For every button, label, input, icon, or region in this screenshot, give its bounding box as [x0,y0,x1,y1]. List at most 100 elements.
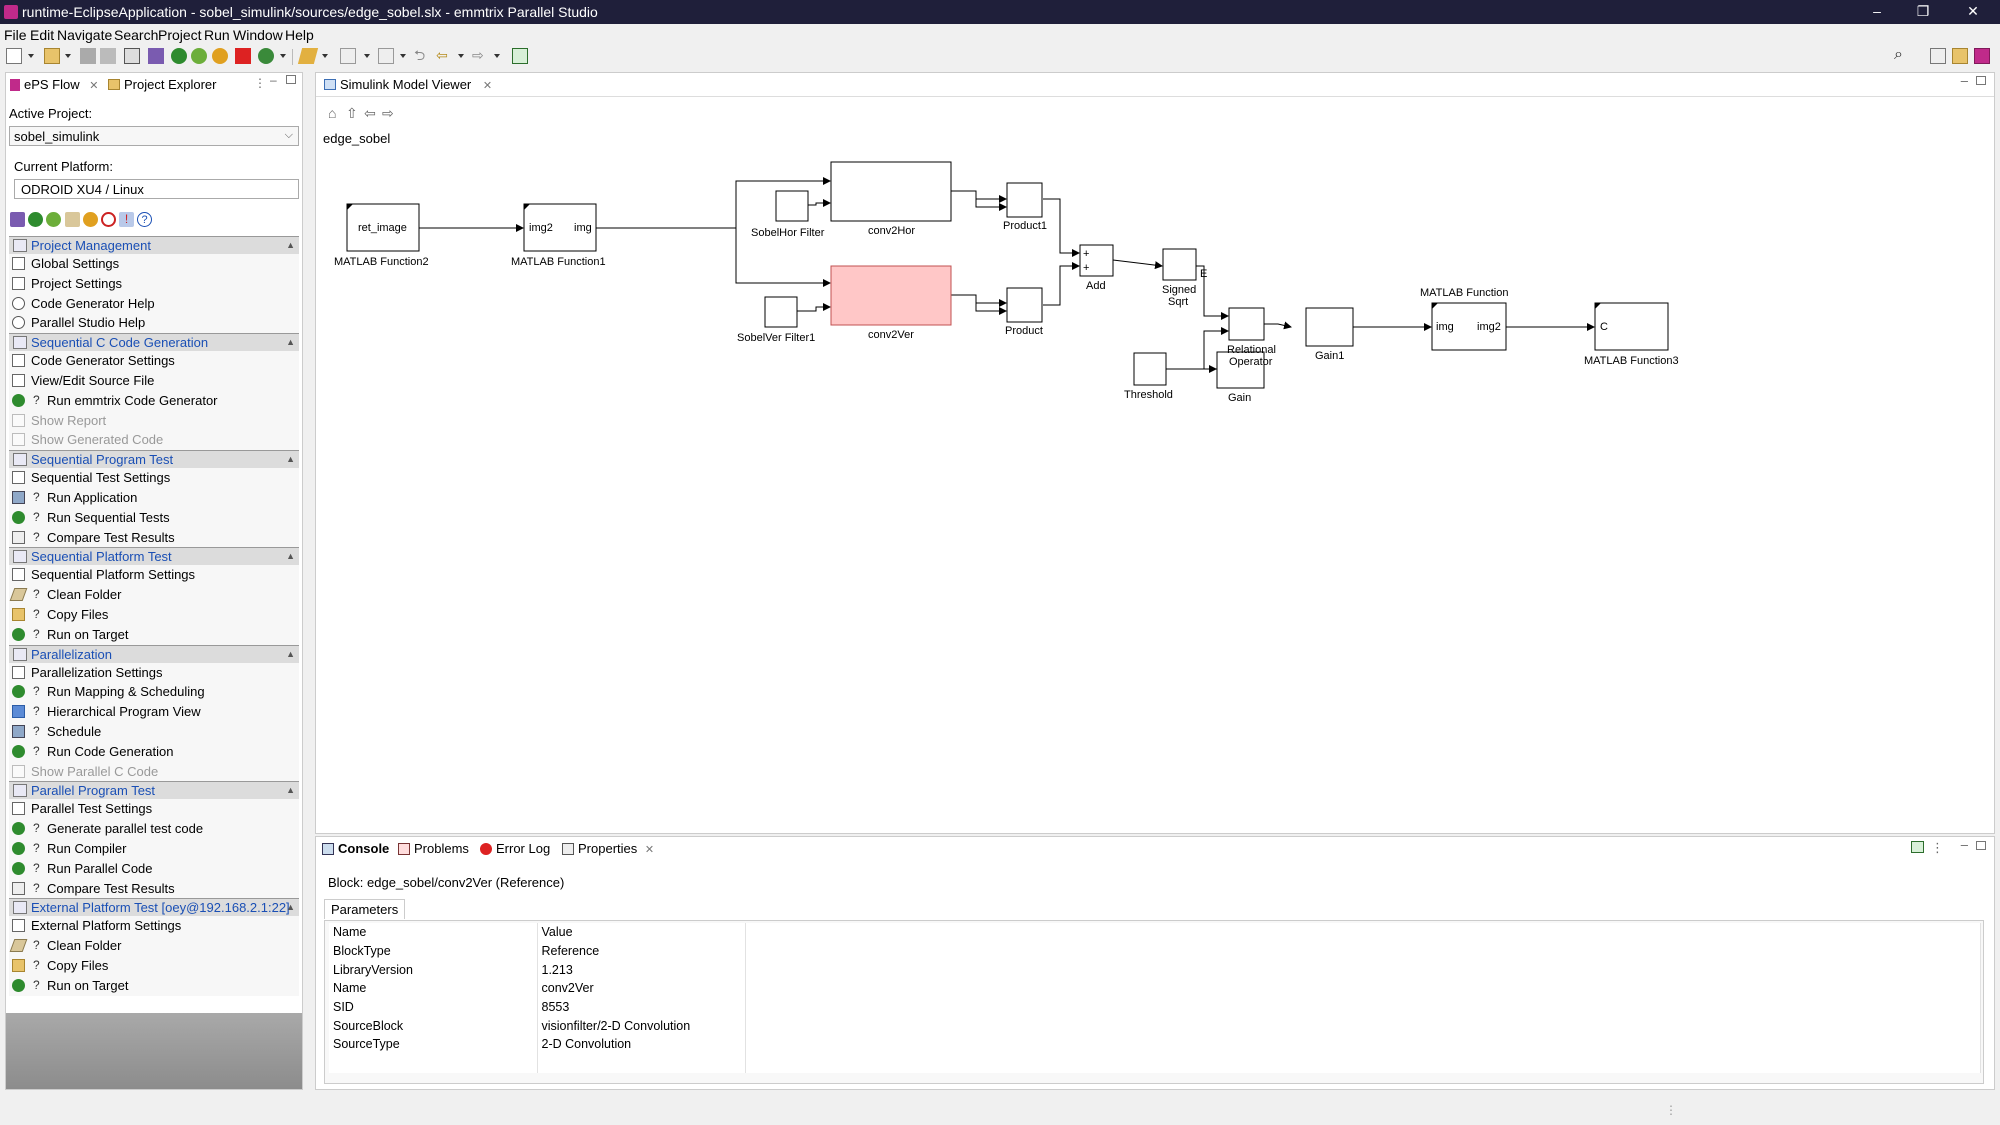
block-add[interactable]: + + Add [1079,244,1114,292]
section-header[interactable]: Sequential C Code Generation▲ [9,333,299,352]
help-question-icon[interactable]: ? [33,840,40,855]
alert-icon[interactable]: ! [119,212,134,227]
flow-item[interactable]: ?Run on Target [9,975,299,996]
clean-icon[interactable] [65,212,80,227]
block-conv2ver[interactable]: conv2Ver [830,265,952,341]
help-question-icon[interactable]: ? [33,977,40,992]
save-all-icon[interactable] [100,48,116,64]
flow-item[interactable]: ?Run Code Generation [9,741,299,762]
flow-item[interactable]: ?Compare Test Results [9,527,299,548]
open-perspective-icon[interactable] [1930,48,1946,64]
flow-item[interactable]: Global Settings [9,254,299,274]
menu-edit[interactable]: Edit [30,27,55,43]
open-dropdown-icon[interactable] [65,54,71,58]
flow-item[interactable]: ?Run Sequential Tests [9,507,299,528]
forward-dropdown-icon[interactable] [494,54,500,58]
help-question-icon[interactable]: ? [33,587,40,602]
external-tools-icon[interactable] [258,48,274,64]
block-sobelhor-filter[interactable]: SobelHor Filter [751,190,825,239]
collapse-icon[interactable]: ▲ [286,551,295,562]
tab-simulink-model-viewer[interactable]: Simulink Model Viewer ✕ [324,77,492,92]
section-header[interactable]: Parallelization▲ [9,644,299,663]
block-matlab-function2[interactable]: ret_image MATLAB Function2 [334,203,429,268]
menu-window[interactable]: Window [233,27,283,43]
help-question-icon[interactable]: ? [33,957,40,972]
help-question-icon[interactable]: ? [33,743,40,758]
next-annotation-icon[interactable] [340,48,356,64]
block-signed-sqrt[interactable]: E Signed Sqrt [1162,248,1207,308]
save-icon[interactable] [80,48,96,64]
new-dropdown-icon[interactable] [28,54,34,58]
resource-perspective-icon[interactable] [1952,48,1968,64]
eps-perspective-icon[interactable] [1974,48,1990,64]
tab-eps-flow[interactable]: ePS Flow ✕ [10,77,98,92]
help-question-icon[interactable]: ? [33,723,40,738]
pin-icon[interactable] [1911,841,1924,853]
menu-file[interactable]: File [4,27,27,43]
help-question-icon[interactable]: ? [33,509,40,524]
block-relational-operator[interactable]: Relational Operator [1227,307,1276,368]
menu-help[interactable]: Help [285,27,314,43]
close-tab-icon[interactable]: ✕ [482,80,493,92]
active-project-select[interactable]: sobel_simulink ⌵ [9,126,299,146]
collapse-icon[interactable]: ▲ [286,337,295,348]
maximize-view-icon[interactable] [286,75,296,84]
flow-item[interactable]: ?Hierarchical Program View [9,702,299,722]
flow-item[interactable]: ?Run Compiler [9,838,299,859]
close-button[interactable]: ✕ [1967,3,1979,19]
flow-item[interactable]: ?Clean Folder [9,585,299,605]
close-tab-icon[interactable]: ✕ [644,844,655,856]
flow-item[interactable]: ?Generate parallel test code [9,819,299,839]
flow-item[interactable]: Sequential Test Settings [9,468,299,488]
external-tools-dropdown-icon[interactable] [280,54,286,58]
flow-item[interactable]: Code Generator Settings [9,351,299,371]
collapse-icon[interactable]: ▲ [286,454,295,465]
last-edit-icon[interactable]: ⮌ [414,47,426,63]
home-icon[interactable]: ⌂ [328,105,337,121]
help-question-icon[interactable]: ? [33,821,40,836]
stop-icon[interactable] [235,48,251,64]
menu-run[interactable]: Run [204,27,230,43]
new-icon[interactable] [6,48,22,64]
next-annotation-dropdown-icon[interactable] [364,54,370,58]
marker-dropdown-icon[interactable] [322,54,328,58]
block-threshold[interactable]: Threshold [1124,352,1173,401]
flow-item[interactable]: ?Schedule [9,721,299,742]
flow-item[interactable]: ?Run on Target [9,624,299,645]
tab-console[interactable]: Console [322,841,389,856]
import-icon[interactable] [10,212,25,227]
collapse-icon[interactable]: ▲ [286,902,295,913]
help-question-icon[interactable]: ? [33,684,40,699]
flow-item[interactable]: ?Compare Test Results [9,878,299,899]
prev-annotation-icon[interactable] [378,48,394,64]
back-dropdown-icon[interactable] [458,54,464,58]
prev-annotation-dropdown-icon[interactable] [400,54,406,58]
flow-item[interactable]: Parallel Studio Help [9,313,299,334]
marker-icon[interactable] [297,48,319,64]
restore-button[interactable]: ❐ [1916,3,1930,19]
flow-item[interactable]: Parallel Test Settings [9,799,299,820]
help-question-icon[interactable]: ? [33,529,40,544]
section-header[interactable]: Sequential Program Test▲ [9,450,299,469]
tab-problems[interactable]: Problems [398,841,469,856]
flow-item[interactable]: ?Clean Folder [9,936,299,956]
block-gain1[interactable]: Gain1 [1305,307,1354,362]
minimize-view-icon[interactable]: – [1960,837,1968,852]
menu-project[interactable]: Project [158,27,202,43]
open-project-icon[interactable] [44,48,60,64]
collapse-icon[interactable]: ▲ [286,648,295,659]
block-matlab-function[interactable]: MATLAB Function img img2 [1420,287,1508,351]
tab-properties[interactable]: Properties ✕ [562,841,654,856]
maximize-editor-icon[interactable] [1976,76,1986,85]
flow-item[interactable]: Project Settings [9,273,299,294]
flow-item[interactable]: View/Edit Source File [9,370,299,391]
tab-parameters[interactable]: Parameters [324,899,406,919]
refresh-icon[interactable] [83,212,98,227]
run-settings-icon[interactable] [46,212,61,227]
block-matlab-function3[interactable]: C MATLAB Function3 [1584,302,1679,367]
help-question-icon[interactable]: ? [33,704,40,719]
block-sobelver-filter1[interactable]: SobelVer Filter1 [737,296,815,344]
search-icon[interactable]: ⌕ [1894,46,1903,63]
